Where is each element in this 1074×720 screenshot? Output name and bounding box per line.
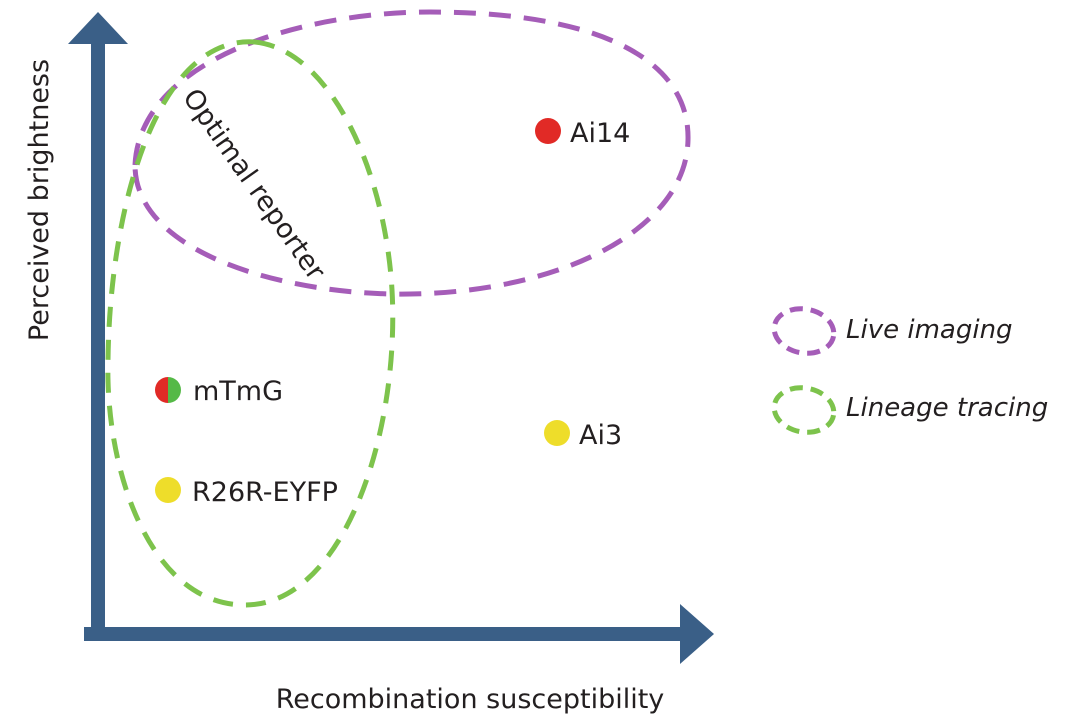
live-imaging-swatch [771,306,837,356]
svg-text:Lineage tracing: Lineage tracing [846,393,1048,423]
green-half-dot [168,377,181,403]
y-axis [68,12,128,640]
yellow-dot [544,420,570,446]
point-label: mTmG [193,376,283,407]
x-axis-label: Recombination susceptibility [276,684,665,715]
point-label: Ai14 [570,118,630,149]
point-r26r-eyfp: R26R-EYFP [155,477,338,508]
yellow-dot [155,477,181,503]
legend-item-live-imaging: Live imaging [771,306,1013,356]
point-mtmg: mTmG [155,376,283,407]
lineage-tracing-swatch [771,385,837,435]
y-axis-label: Perceived brightness [24,59,55,341]
svg-text:Live imaging: Live imaging [846,315,1013,345]
lineage-tracing-region [105,39,396,608]
legend-item-lineage-tracing: Lineage tracing [771,385,1048,435]
point-ai3: Ai3 [544,420,622,451]
legend: Live imaging Lineage tracing [771,306,1048,435]
y-axis-arrowhead [68,12,128,44]
point-label: R26R-EYFP [192,477,338,508]
live-imaging-region [132,9,691,297]
point-label: Ai3 [579,420,622,451]
red-half-dot [155,377,168,403]
optimal-reporter-label: Optimal reporter [176,83,331,286]
x-axis-arrowhead [680,604,714,664]
x-axis [84,604,714,664]
point-ai14: Ai14 [535,118,630,149]
red-dot [535,118,561,144]
